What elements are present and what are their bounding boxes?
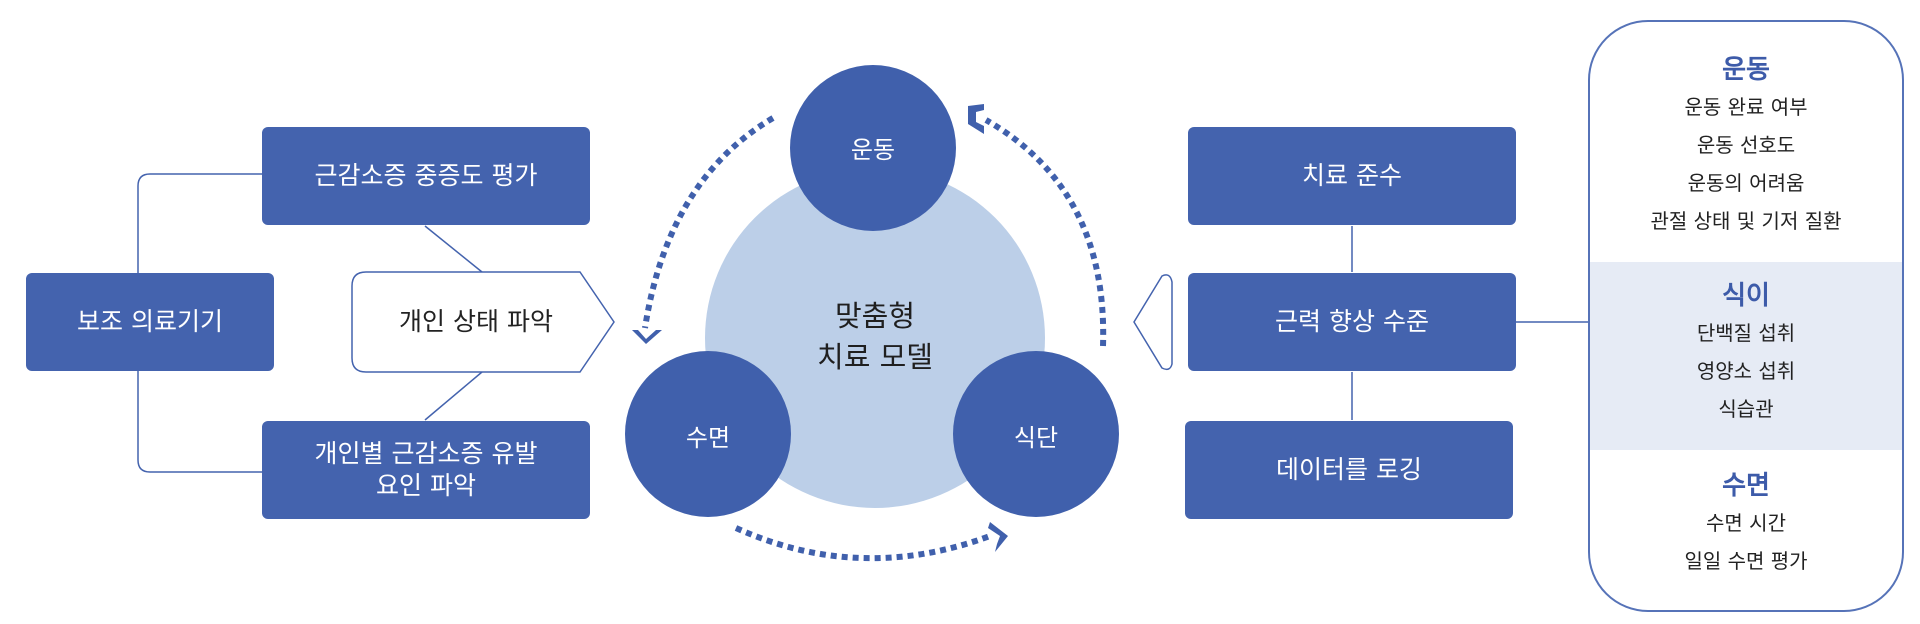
sleep-circle-label: 수면 [685, 424, 731, 452]
center-title-line-2: 치료 모델 [817, 339, 933, 374]
severity-box-label: 근감소증 중증도 평가 [314, 160, 538, 190]
logging-box-label: 데이터를 로깅 [1276, 454, 1422, 484]
diet-section-title: 식이 [1722, 281, 1770, 311]
severity-box: 근감소증 중증도 평가 [262, 127, 590, 225]
status-label: 개인 상태 파악 [399, 307, 553, 336]
center-title: 맞춤형 치료 모델 [775, 296, 975, 377]
factors-box-line-1: 개인별 근감소증 유발 [314, 438, 538, 468]
input-chevron [1133, 274, 1173, 371]
exercise-circle [790, 65, 956, 231]
device-box: 보조 의료기기 [26, 273, 274, 371]
center-title-line-1: 맞춤형 [834, 299, 916, 333]
exercise-section-title: 운동 [1722, 55, 1770, 85]
arrowhead-exercise [968, 104, 984, 134]
diet-circle-label: 식단 [1013, 424, 1059, 452]
logging-box: 데이터를 로깅 [1185, 421, 1513, 519]
sleep-section-title: 수면 [1722, 471, 1770, 501]
arrow-sleep-to-diet [734, 525, 992, 562]
diet-item: 영양소 섭취 [1696, 359, 1796, 383]
diet-circle [953, 351, 1119, 517]
strength-box: 근력 향상 수준 [1188, 273, 1516, 371]
exercise-item: 운동 완료 여부 [1684, 95, 1808, 119]
exercise-item: 운동 선호도 [1696, 133, 1796, 157]
strength-box-label: 근력 향상 수준 [1275, 306, 1429, 336]
diet-item: 식습관 [1718, 397, 1774, 421]
status-to-factors-connector [424, 371, 483, 421]
sleep-section: 수면 수면 시간 일일 수면 평가 [1590, 468, 1902, 580]
diet-section: 식이 단백질 섭취 영양소 섭취 식습관 [1590, 278, 1902, 428]
adherence-box: 치료 준수 [1188, 127, 1516, 225]
status-pentagon [351, 271, 615, 373]
severity-to-status-connector [424, 225, 483, 273]
arrowhead-sleep [632, 330, 662, 344]
sleep-item: 일일 수면 평가 [1684, 549, 1808, 573]
sleep-circle [625, 351, 791, 517]
adherence-box-label: 치료 준수 [1302, 160, 1402, 190]
sleep-item: 수면 시간 [1706, 511, 1786, 535]
device-box-label: 보조 의료기기 [77, 306, 223, 336]
diet-section-band [1590, 262, 1902, 450]
exercise-item: 운동의 어려움 [1687, 171, 1805, 195]
factors-box-line-2: 요인 파악 [376, 471, 476, 500]
diet-item: 단백질 섭취 [1696, 321, 1796, 345]
arrowhead-diet [988, 522, 1008, 552]
exercise-item: 관절 상태 및 기저 질환 [1650, 209, 1842, 233]
metrics-panel: 운동 운동 완료 여부 운동 선호도 운동의 어려움 관절 상태 및 기저 질환… [1588, 20, 1904, 612]
factors-box: 개인별 근감소증 유발 요인 파악 [262, 421, 590, 519]
exercise-circle-label: 운동 [850, 136, 896, 164]
exercise-section: 운동 운동 완료 여부 운동 선호도 운동의 어려움 관절 상태 및 기저 질환 [1590, 52, 1902, 240]
arrow-diet-to-exercise [984, 117, 1107, 347]
